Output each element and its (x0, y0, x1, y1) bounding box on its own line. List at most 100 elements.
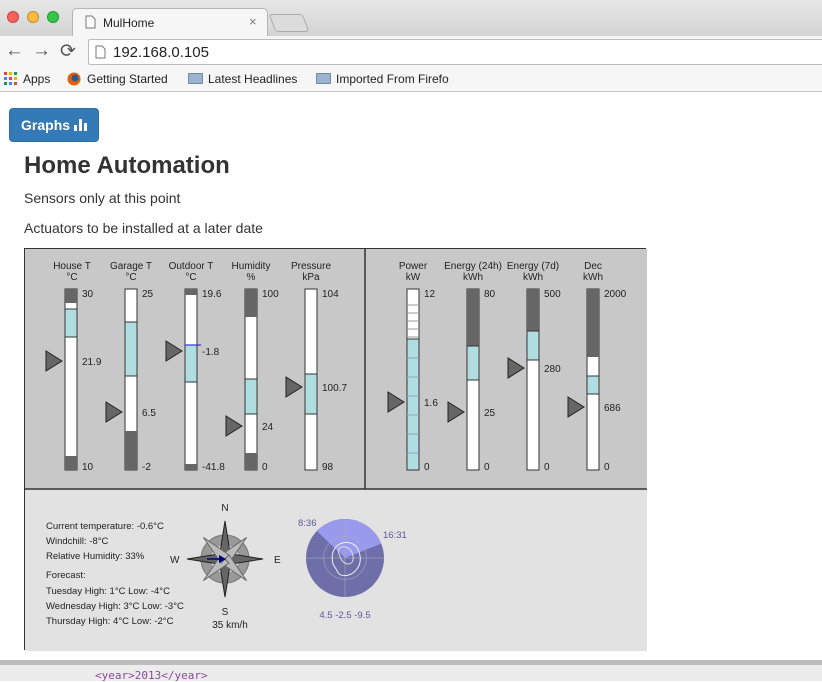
apps-grid-icon (4, 72, 17, 85)
gauge-label: Dec (584, 261, 602, 272)
page-icon (95, 45, 106, 59)
browser-tab-bar: MulHome × (0, 0, 822, 36)
gauge-value: 6.5 (142, 408, 156, 419)
gauge-value: 1.6 (424, 398, 438, 409)
tab-title: MulHome (103, 16, 155, 30)
gauge-label: Outdoor T (169, 261, 214, 272)
gauge-pointer-icon (567, 396, 585, 418)
gauge-pointer-icon (165, 340, 183, 362)
info-line-actuators: Actuators to be installed at a later dat… (24, 220, 263, 236)
gauge-value: 25 (484, 408, 496, 419)
current-temperature: Current temperature: -0.6°C (46, 521, 164, 532)
wind-arrow-icon (219, 555, 226, 563)
gauge-label: Power (399, 261, 428, 272)
gauge-dark-zone (587, 289, 599, 357)
gauge-fill (244, 378, 258, 415)
gauge-min: 98 (322, 462, 334, 473)
gauge-min: 10 (82, 462, 94, 473)
bookmark-apps[interactable]: Apps (4, 72, 50, 86)
zoom-window-button[interactable] (47, 11, 59, 23)
relative-humidity: Relative Humidity: 33% (46, 551, 145, 562)
gauge-min: -2 (142, 462, 151, 473)
back-icon[interactable]: ← (5, 40, 24, 61)
bookmark-label: Getting Started (87, 72, 168, 86)
new-tab-button[interactable] (268, 14, 310, 32)
gauge-unit: kW (406, 272, 421, 283)
gauge-unit: °C (66, 272, 77, 283)
forecast-row: Thursday High: 4°C Low: -2°C (46, 616, 174, 627)
gauge-max: 80 (484, 289, 496, 300)
gauge-max: 104 (322, 289, 339, 300)
gauge-dark-zone (185, 464, 197, 470)
gauge-max: 30 (82, 289, 94, 300)
folder-icon (188, 73, 203, 84)
bookmark-label: Imported From Firefo (336, 72, 449, 86)
gauge-value: 21.9 (82, 357, 102, 368)
bookmark-getting-started[interactable]: Getting Started (67, 72, 168, 86)
gauge-min: 0 (604, 462, 610, 473)
compass-s: S (222, 607, 229, 618)
gauge-max: 500 (544, 289, 561, 300)
gauge-unit: % (247, 272, 256, 283)
gauge-max: 19.6 (202, 289, 222, 300)
gauge-unit: kPa (302, 272, 320, 283)
gauge-dark-zone (527, 289, 539, 331)
gauge-unit: kWh (463, 272, 483, 283)
gauge-dark-zone (65, 456, 77, 470)
gauge-unit: kWh (583, 272, 603, 283)
gauge-dark-zone (245, 289, 257, 317)
gauge-unit: °C (185, 272, 196, 283)
address-bar[interactable]: 192.168.0.105 (88, 39, 822, 65)
gauge-value: -1.8 (202, 347, 220, 358)
gauge-pointer-icon (285, 376, 303, 398)
bookmarks-bar: Apps Getting Started Latest Headlines Im… (0, 68, 822, 92)
reload-icon[interactable]: ⟳ (60, 41, 76, 62)
forecast-row: Wednesday High: 3°C Low: -3°C (46, 601, 184, 612)
forecast-label: Forecast: (46, 570, 86, 581)
compass-e: E (274, 555, 281, 566)
url-text: 192.168.0.105 (113, 44, 209, 61)
gauge-pointer-icon (507, 357, 525, 379)
gauge-value: 24 (262, 422, 274, 433)
bookmark-label: Latest Headlines (208, 72, 298, 86)
bar-chart-icon (73, 119, 87, 131)
gauge-min: 0 (262, 462, 268, 473)
gauge-unit: kWh (523, 272, 543, 283)
gauge-value: 686 (604, 403, 621, 414)
gauge-max: 25 (142, 289, 154, 300)
gauge-unit: °C (125, 272, 136, 283)
tab-close-icon[interactable]: × (249, 14, 257, 29)
temperature-values: 4.5 -2.5 -9.5 (319, 610, 370, 621)
gauge-dark-zone (245, 453, 257, 470)
gauge-min: 0 (424, 462, 430, 473)
gauge-pointer-icon (45, 350, 63, 372)
folder-icon (316, 73, 331, 84)
gauge-max: 100 (262, 289, 279, 300)
info-line-sensors: Sensors only at this point (24, 190, 181, 206)
page-icon (85, 15, 96, 29)
compass-n: N (221, 503, 228, 514)
gauge-pointer-icon (387, 391, 405, 413)
gauge-value: 100.7 (322, 383, 347, 394)
gauge-max: 12 (424, 289, 436, 300)
graphs-button[interactable]: Graphs (9, 108, 99, 142)
gauge-label: Energy (24h) (444, 261, 502, 272)
gauge-fill (184, 344, 198, 383)
gauge-dark-zone (185, 289, 197, 295)
bookmark-imported-from-firefox[interactable]: Imported From Firefo (316, 72, 449, 86)
firefox-icon (67, 72, 81, 86)
sun-chart-daylight (316, 519, 382, 558)
browser-tab[interactable]: MulHome × (72, 8, 268, 36)
forward-icon[interactable]: → (32, 40, 51, 61)
gauge-fill (586, 375, 600, 395)
bookmark-latest-headlines[interactable]: Latest Headlines (188, 72, 297, 86)
close-window-button[interactable] (7, 11, 19, 23)
gauge-pointer-icon (225, 415, 243, 437)
gauge-pointer-icon (447, 401, 465, 423)
windchill: Windchill: -8°C (46, 536, 109, 547)
sunrise-time: 8:36 (298, 518, 317, 529)
temperature-trace (337, 546, 354, 565)
minimize-window-button[interactable] (27, 11, 39, 23)
page-title: Home Automation (24, 152, 230, 179)
